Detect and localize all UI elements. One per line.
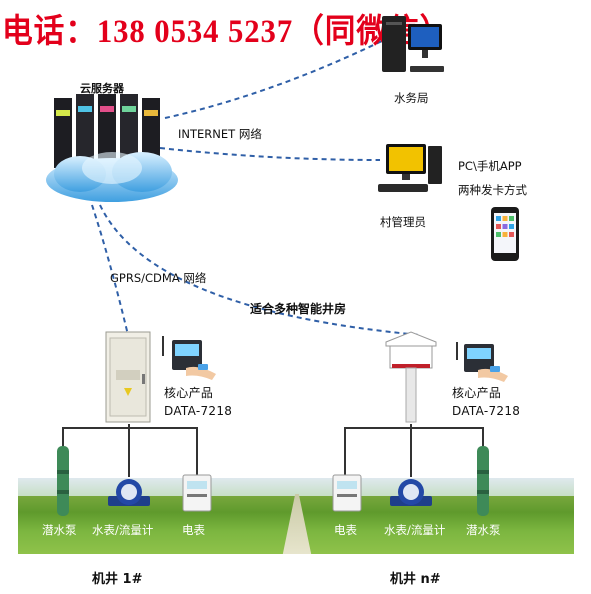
well-house-icon (385, 331, 437, 423)
site2-bus (344, 427, 484, 429)
internet-label: INTERNET 网络 (178, 127, 262, 141)
site1-drop-pump (62, 427, 64, 447)
water-meter-icon (108, 479, 150, 506)
control-cabinet (104, 330, 152, 424)
pc-app-line2: 两种发卡方式 (458, 183, 527, 197)
link-cloud-site1-gprs (91, 204, 129, 336)
water-meter-icon (390, 479, 432, 506)
site2-trunk (410, 424, 412, 428)
submersible-pump-icon (57, 446, 69, 516)
site2-well-label: 机井 n# (390, 572, 441, 587)
water-bureau-label: 水务局 (394, 91, 429, 105)
gprs-label: GPRS/CDMA 网络 (110, 271, 207, 285)
site1-device-pump-label: 潜水泵 (42, 523, 77, 537)
cloud-server (42, 88, 182, 206)
phone-banner: 电话：138 0534 5237（同微信） (2, 14, 452, 50)
site2-device-electric-label: 电表 (334, 523, 357, 537)
site2-drop-electric (344, 427, 346, 477)
site2-device-meter-label: 水表/流量计 (384, 523, 446, 537)
site2-water-meter (390, 476, 432, 512)
site1-device-meter-label: 水表/流量计 (92, 523, 154, 537)
cloud-server-label: 云服务器 (80, 82, 124, 95)
site1-core-label: 核心产品 (164, 386, 214, 400)
site1-device-electric-label: 电表 (182, 523, 205, 537)
water-bureau-computer (380, 10, 446, 84)
link-cloud-water-bureau (164, 39, 385, 119)
site2-submersible-pump (474, 446, 492, 518)
village-admin-computer (374, 140, 444, 200)
site2-electric-meter (332, 474, 362, 512)
site1-submersible-pump (54, 446, 72, 518)
smart-well-house (384, 330, 438, 426)
smart-house-label: 适合多种智能井房 (250, 302, 347, 316)
site1-drop-electric (196, 427, 198, 477)
desktop-computer-icon (378, 144, 442, 192)
electric-meter-icon (332, 474, 362, 512)
controller-terminal-icon (456, 342, 508, 382)
site2-core-label: 核心产品 (452, 386, 502, 400)
site2-drop-pump (482, 427, 484, 447)
electric-meter-icon (182, 474, 212, 512)
smartphone-icon (491, 207, 519, 261)
site1-electric-meter (182, 474, 212, 512)
site1-core-model: DATA-7218 (164, 404, 233, 418)
site1-trunk (128, 424, 130, 428)
smartphone (490, 206, 520, 262)
data7218-device-1 (158, 334, 220, 384)
sky-haze (18, 478, 574, 496)
link-cloud-site2 (99, 204, 421, 336)
submersible-pump-icon (477, 446, 489, 516)
site1-bus (62, 427, 198, 429)
village-admin-label: 村管理员 (380, 215, 426, 229)
link-cloud-village-admin (159, 147, 381, 161)
desktop-computer-icon (382, 16, 444, 72)
farmland-background (18, 478, 574, 554)
controller-terminal-icon (162, 336, 216, 380)
site2-drop-meter (410, 427, 412, 477)
data7218-device-2 (450, 340, 512, 388)
field-road (282, 494, 312, 554)
site2-device-pump-label: 潜水泵 (466, 523, 501, 537)
pc-app-line1: PC\手机APP (458, 159, 522, 173)
site1-water-meter (108, 476, 150, 512)
site2-core-model: DATA-7218 (452, 404, 521, 418)
site1-drop-meter (128, 427, 130, 477)
control-cabinet-icon (105, 331, 151, 423)
site1-well-label: 机井 1# (92, 572, 143, 587)
cloud-server-icon (46, 94, 178, 202)
